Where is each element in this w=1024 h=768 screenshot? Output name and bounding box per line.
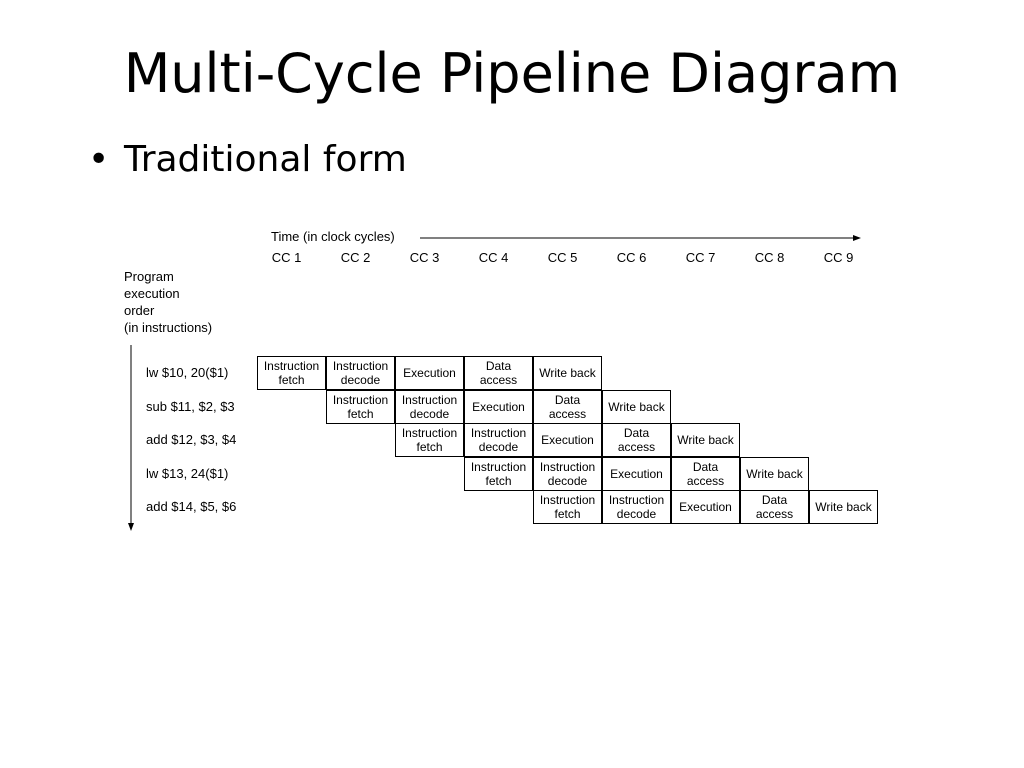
cycle-label: CC 4 <box>478 250 509 265</box>
instruction-label: add $12, $3, $4 <box>146 432 237 448</box>
stage-box: Instruction decode <box>326 356 395 390</box>
cycle-label: CC 1 <box>271 250 302 265</box>
stage-box: Write back <box>533 356 602 390</box>
cycle-label: CC 5 <box>547 250 578 265</box>
stage-box: Instruction fetch <box>533 490 602 525</box>
cycle-label: CC 7 <box>685 250 716 265</box>
instruction-label: sub $11, $2, $3 <box>146 398 235 414</box>
instruction-label: add $14, $5, $6 <box>146 499 237 515</box>
bullet-item: • Traditional form <box>88 136 407 184</box>
cycle-label: CC 8 <box>754 250 785 265</box>
stage-box: Data access <box>602 423 671 458</box>
stage-box: Instruction fetch <box>464 456 533 491</box>
time-arrow-icon <box>420 235 861 241</box>
stage-box: Execution <box>671 490 740 525</box>
stage-box: Write back <box>602 389 671 424</box>
cycle-label: CC 2 <box>340 250 371 265</box>
stage-box: Instruction fetch <box>395 423 464 458</box>
stage-box: Write back <box>671 423 740 458</box>
order-label-line: order <box>124 303 155 318</box>
order-label-line: (in instructions) <box>124 320 213 335</box>
stage-box: Write back <box>809 490 878 525</box>
slide-title: Multi-Cycle Pipeline Diagram <box>123 42 901 105</box>
order-label-line: execution <box>124 286 180 301</box>
stage-box: Instruction decode <box>602 490 671 525</box>
time-axis-label: Time (in clock cycles) <box>271 229 395 244</box>
stage-box: Write back <box>740 456 809 491</box>
stage-box: Execution <box>395 356 464 390</box>
cycle-label: CC 9 <box>823 250 854 265</box>
instruction-label: lw $13, 24($1) <box>146 465 229 481</box>
stage-box: Instruction decode <box>395 389 464 424</box>
instruction-label: lw $10, 20($1) <box>146 365 229 380</box>
stage-box: Data access <box>464 356 533 390</box>
stage-box: Instruction fetch <box>326 389 395 424</box>
order-arrow-icon <box>128 345 134 531</box>
order-label-line: Program <box>124 269 174 284</box>
stage-box: Data access <box>671 456 740 491</box>
bullet-dot: • <box>88 139 110 180</box>
stage-box: Data access <box>740 490 809 525</box>
cycle-label: CC 6 <box>616 250 647 265</box>
stage-box: Execution <box>464 389 533 424</box>
stage-box: Execution <box>533 423 602 458</box>
stage-box: Execution <box>602 456 671 491</box>
bullet-text: Traditional form <box>124 139 407 180</box>
stage-box: Instruction fetch <box>257 356 326 390</box>
stage-box: Data access <box>533 389 602 424</box>
stage-box: Instruction decode <box>533 456 602 491</box>
cycle-label: CC 3 <box>409 250 440 265</box>
stage-box: Instruction decode <box>464 423 533 458</box>
program-order-label: Program execution order (in instructions… <box>124 268 212 336</box>
